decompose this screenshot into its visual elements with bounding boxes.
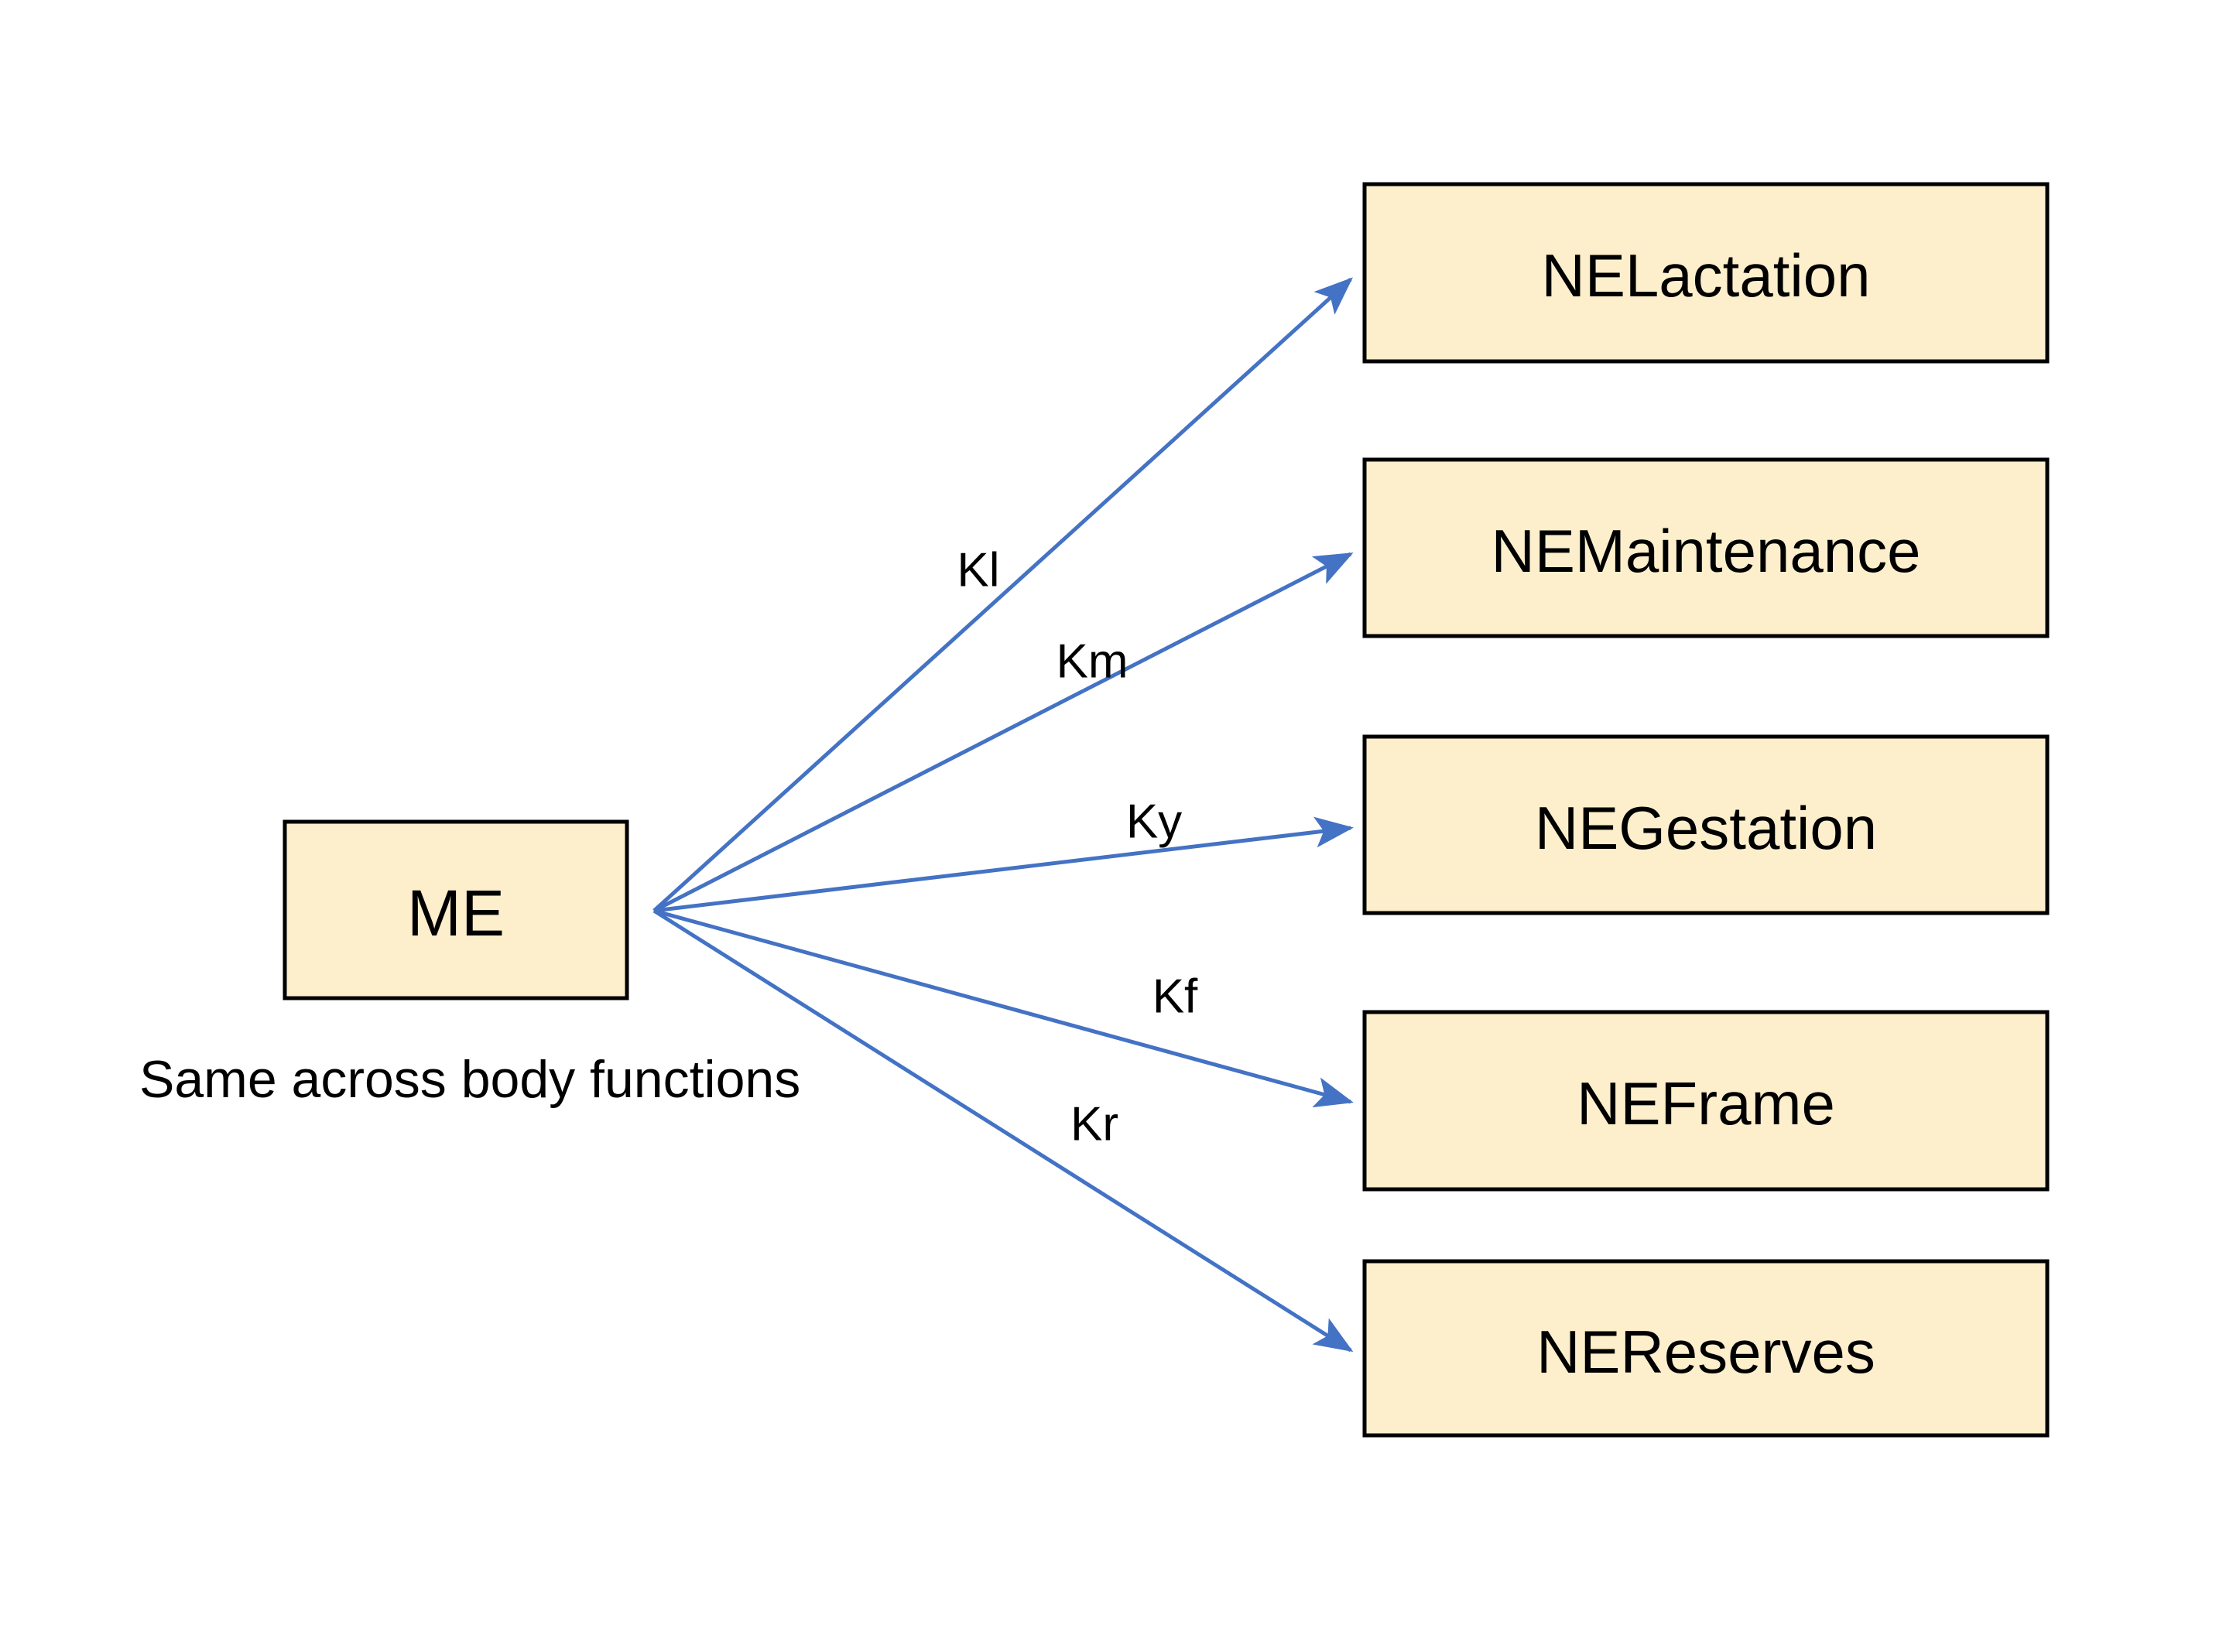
node-me-label: ME (407, 877, 505, 949)
node-ne-gestation[interactable]: NEGestation (1362, 734, 2050, 915)
node-ne-frame[interactable]: NEFrame (1362, 1010, 2050, 1192)
edge-me-to-ne-gestation[interactable] (653, 816, 1354, 913)
source-caption: Same across body functions (139, 1050, 800, 1109)
node-ne-reserves-label: NEReserves (1536, 1318, 1875, 1386)
edge-label-kr: Kr (1070, 1098, 1118, 1151)
node-ne-frame-label: NEFrame (1577, 1069, 1835, 1137)
node-me[interactable]: ME (283, 819, 629, 1000)
node-ne-maintenance[interactable]: NEMaintenance (1362, 457, 2050, 638)
node-ne-gestation-label: NEGestation (1535, 794, 1877, 862)
edge-label-km: Km (1057, 635, 1128, 689)
edge-me-to-ne-reserves[interactable] (652, 908, 1354, 1353)
edge-label-kf: Kf (1152, 970, 1198, 1024)
edge-label-group: Kl Km Ky Kf Kr (957, 544, 1198, 1151)
edge-group (652, 277, 1354, 1353)
node-ne-frame-rect[interactable] (1362, 1010, 2050, 1192)
edge-label-kl: Kl (957, 544, 999, 597)
node-ne-reserves-rect[interactable] (1362, 1259, 2050, 1438)
node-ne-maintenance-label: NEMaintenance (1492, 517, 1921, 585)
node-ne-lactation-rect[interactable] (1362, 182, 2050, 364)
edge-me-to-ne-lactation[interactable] (652, 277, 1353, 912)
edge-label-ky: Ky (1126, 795, 1182, 849)
node-ne-maintenance-rect[interactable] (1362, 457, 2050, 638)
edge-me-to-ne-maintenance[interactable] (652, 552, 1354, 913)
node-ne-lactation-label: NELactation (1542, 241, 1871, 310)
node-ne-reserves[interactable]: NEReserves (1362, 1259, 2050, 1438)
node-ne-gestation-rect[interactable] (1362, 734, 2050, 915)
edge-me-to-ne-frame[interactable] (653, 908, 1354, 1108)
node-ne-lactation[interactable]: NELactation (1362, 182, 2050, 364)
node-me-rect[interactable] (283, 819, 629, 1000)
